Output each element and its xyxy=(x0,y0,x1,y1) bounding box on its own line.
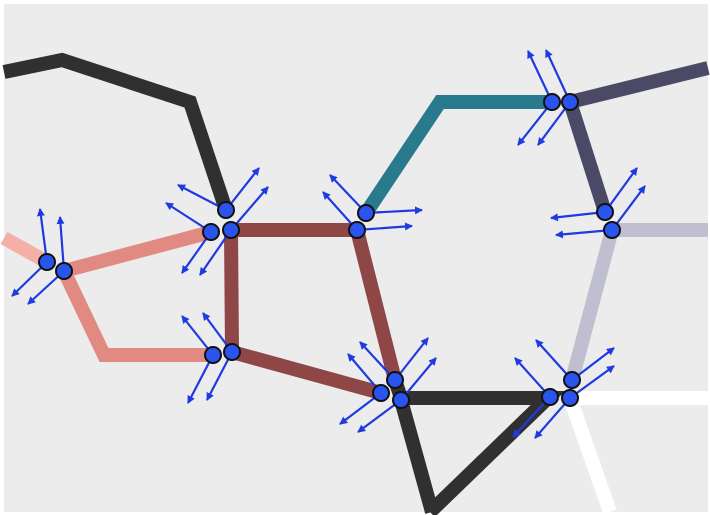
edge-slate-upper-right xyxy=(568,61,710,109)
node[interactable] xyxy=(603,221,621,239)
node[interactable] xyxy=(561,93,579,111)
direction-arrows xyxy=(11,49,646,439)
node-layer xyxy=(38,93,621,409)
node[interactable] xyxy=(561,389,579,407)
arrow xyxy=(545,49,571,103)
edge-black-lower-center xyxy=(388,377,566,515)
edge-slate-right-vertical xyxy=(563,99,612,215)
node[interactable] xyxy=(55,262,73,280)
arrow xyxy=(604,167,638,213)
arrow xyxy=(199,229,232,276)
node[interactable] xyxy=(202,223,220,241)
arrow xyxy=(56,216,66,272)
node[interactable] xyxy=(223,343,241,361)
arrow xyxy=(550,210,606,222)
arrow xyxy=(365,206,423,215)
arrow xyxy=(569,365,615,399)
node[interactable] xyxy=(204,346,222,364)
node[interactable] xyxy=(372,384,390,402)
arrow xyxy=(177,184,227,211)
edge-lavender-right-vertical xyxy=(565,228,619,382)
node[interactable] xyxy=(543,93,561,111)
edge-teal-upper xyxy=(360,95,552,217)
arrow xyxy=(356,222,413,232)
arrow xyxy=(230,186,269,231)
arrow xyxy=(400,357,437,401)
edge-black-upper-left xyxy=(2,52,233,213)
edge-layer xyxy=(0,52,710,515)
arrow xyxy=(527,50,553,103)
arrow xyxy=(512,396,551,438)
edge-salmon-upper xyxy=(62,225,213,278)
arrow xyxy=(187,354,214,404)
arrow xyxy=(555,228,613,239)
edge-black-lower-down xyxy=(394,398,439,514)
node[interactable] xyxy=(222,221,240,239)
edge-salmon-lower xyxy=(57,267,213,362)
node[interactable] xyxy=(348,221,366,239)
node[interactable] xyxy=(541,388,559,406)
edge-maroon-left xyxy=(224,229,239,353)
node[interactable] xyxy=(386,371,404,389)
arrow xyxy=(611,185,646,231)
edge-maroon-bottom xyxy=(230,345,383,400)
edge-maroon-right xyxy=(350,228,402,382)
node[interactable] xyxy=(563,371,581,389)
arrow xyxy=(517,101,553,146)
node[interactable] xyxy=(392,391,410,409)
edge-white-lower-diagonal xyxy=(563,395,617,515)
node[interactable] xyxy=(357,204,375,222)
node[interactable] xyxy=(596,203,614,221)
arrow xyxy=(206,351,233,401)
node[interactable] xyxy=(217,201,235,219)
node[interactable] xyxy=(38,253,56,271)
